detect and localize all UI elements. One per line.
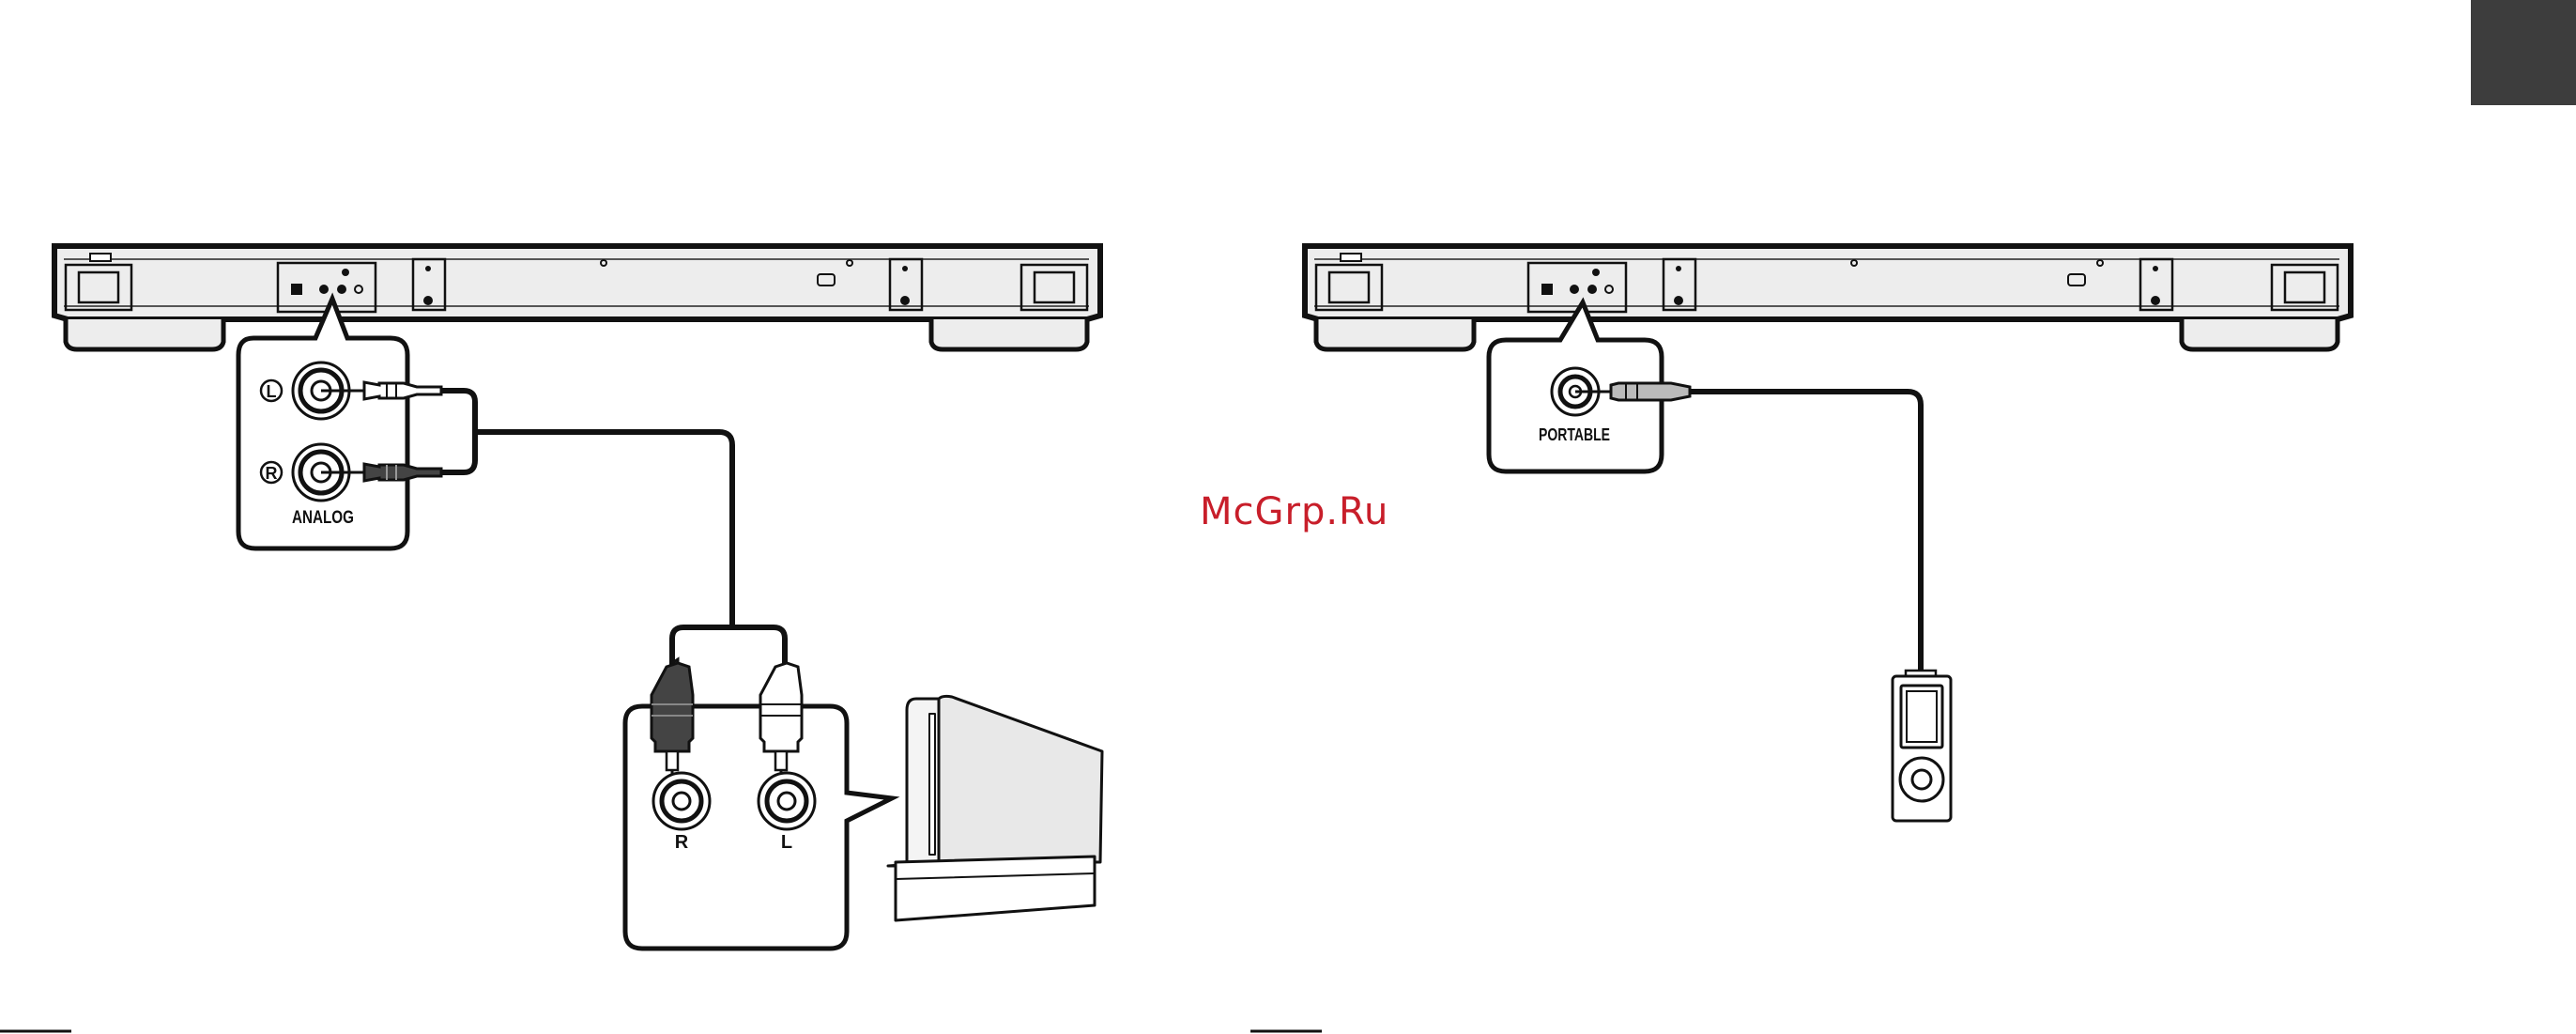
soundbar-left bbox=[54, 246, 1100, 349]
soundbar-right bbox=[1305, 246, 2351, 349]
analog-cable bbox=[441, 391, 785, 676]
portable-player bbox=[1893, 671, 1951, 821]
analog-group-label: ANALOG bbox=[292, 508, 354, 528]
source-r-jack bbox=[653, 773, 710, 829]
source-r-label: R bbox=[675, 832, 689, 853]
source-l-jack bbox=[759, 773, 815, 829]
analog-r-label: R bbox=[266, 464, 278, 483]
portable-cable bbox=[1690, 392, 1921, 676]
portable-label: PORTABLE bbox=[1539, 425, 1610, 444]
game-console bbox=[888, 696, 1102, 920]
source-l-label: L bbox=[781, 832, 792, 853]
page-corner-tab bbox=[2471, 0, 2576, 105]
analog-l-label: L bbox=[267, 382, 277, 401]
watermark-text: McGrp.Ru bbox=[1200, 490, 1388, 533]
